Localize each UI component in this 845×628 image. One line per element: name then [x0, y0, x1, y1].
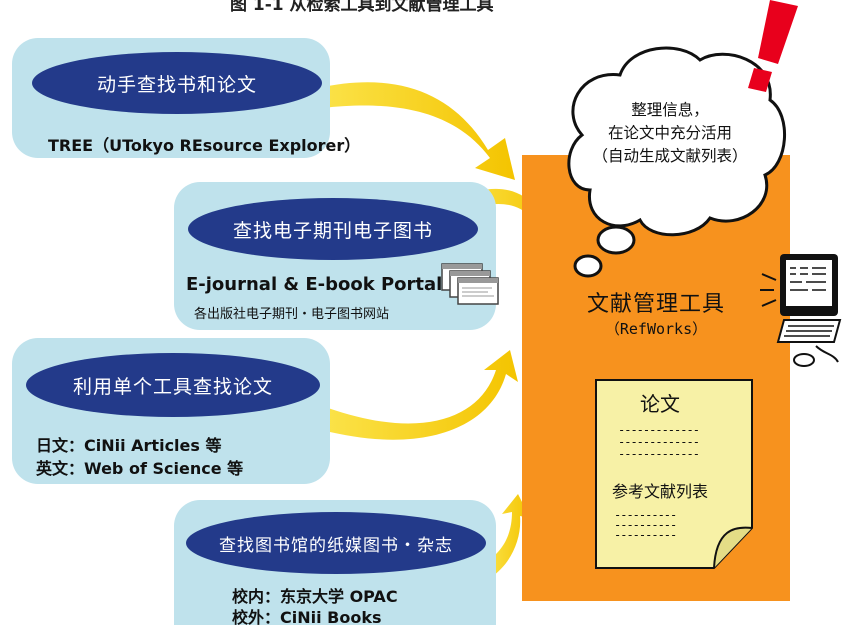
- english-tools-label: 英文：Web of Science 等: [36, 459, 244, 478]
- thought-line-1: 整理信息，: [631, 101, 709, 119]
- heading-ejournal: 查找电子期刊电子图书: [188, 198, 478, 260]
- thought-line-2: 在论文中充分活用: [607, 124, 732, 142]
- outside-cinii-label: 校外：CiNii Books: [232, 608, 382, 627]
- publisher-sites-label: 各出版社电子期刊・电子图书网站: [194, 307, 390, 322]
- thought-line-3: （自动生成文献列表）: [592, 147, 748, 165]
- arrow-1: [318, 82, 515, 180]
- tool-subtitle: （RefWorks）: [604, 320, 708, 338]
- paper-body-line: -------------: [618, 447, 700, 461]
- thought-cloud: [567, 46, 787, 278]
- tree-label: TREE（UTokyo REsource Explorer）: [48, 136, 361, 155]
- ejournal-portal-label: E-journal & E-book Portal: [186, 274, 443, 295]
- arrow-3: [322, 350, 518, 440]
- references-line: ----------: [614, 508, 677, 522]
- computer-icon: [760, 254, 842, 367]
- campus-opac-label: 校内：东京大学 OPAC: [232, 587, 398, 606]
- heading-article-tools: 利用单个工具查找论文: [26, 353, 320, 417]
- heading-library-print: 查找图书馆的纸媒图书・杂志: [186, 512, 486, 574]
- arrow-4: [486, 494, 530, 578]
- browser-windows-icon: [441, 263, 499, 305]
- exclamation-icon: [748, 0, 798, 92]
- document-icon: [595, 379, 753, 569]
- paper-body-line: -------------: [618, 423, 700, 437]
- japanese-tools-label: 日文：CiNii Articles 等: [36, 436, 222, 455]
- heading-print-search: 动手查找书和论文: [32, 52, 322, 114]
- thought-text: 整理信息， 在论文中充分活用 （自动生成文献列表）: [585, 99, 755, 168]
- paper-body-line: -------------: [618, 435, 700, 449]
- tool-title: 文献管理工具: [586, 292, 725, 317]
- figure-title: 图 1-1 从检索工具到文献管理工具: [230, 0, 494, 15]
- references-label: 参考文献列表: [612, 482, 709, 501]
- references-line: ----------: [614, 528, 677, 542]
- paper-title: 论文: [640, 392, 680, 416]
- references-line: ----------: [614, 518, 677, 532]
